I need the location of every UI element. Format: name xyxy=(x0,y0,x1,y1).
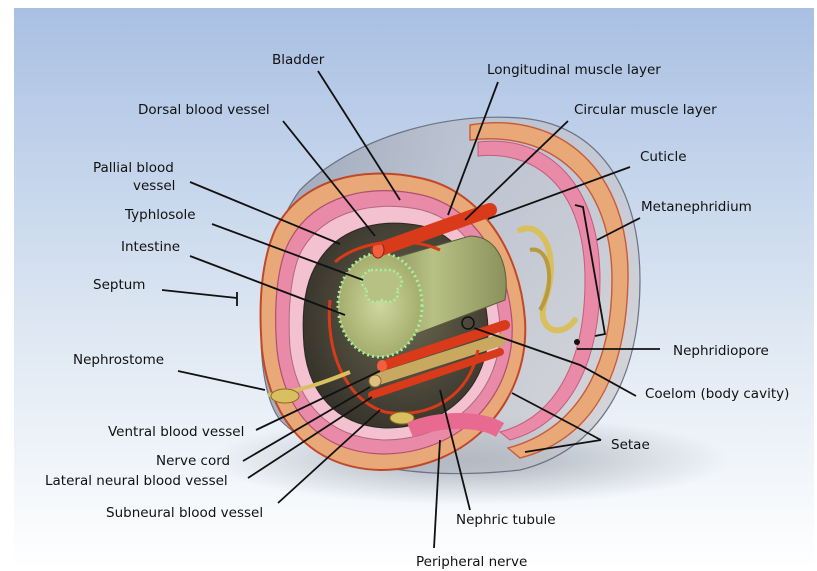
label-typhlosole: Typhlosole xyxy=(124,207,196,223)
label-pallial-blood-line2: vessel xyxy=(133,178,175,194)
label-metanephridium: Metanephridium xyxy=(641,199,752,215)
label-septum: Septum xyxy=(93,277,145,293)
label-nephrostome: Nephrostome xyxy=(73,352,164,368)
label-subneural-blood-vessel: Subneural blood vessel xyxy=(106,505,263,521)
intestine-cut-face xyxy=(338,253,422,357)
nephridiopore-marker xyxy=(574,339,580,345)
nerve-cord-cut xyxy=(369,375,381,387)
label-lateral-neural-blood-vessel: Lateral neural blood vessel xyxy=(45,473,228,489)
label-nerve-cord: Nerve cord xyxy=(156,453,230,469)
ventral-vessel-cut xyxy=(377,360,387,372)
label-nephridiopore: Nephridiopore xyxy=(673,343,769,359)
label-circular-muscle-layer: Circular muscle layer xyxy=(574,102,717,118)
label-bladder: Bladder xyxy=(272,52,325,68)
label-nephric-tubule: Nephric tubule xyxy=(456,512,556,528)
label-cuticle: Cuticle xyxy=(640,149,687,165)
label-longitudinal-muscle-layer: Longitudinal muscle layer xyxy=(487,62,661,78)
ventral-muscle-band xyxy=(410,421,500,430)
label-pallial-blood-line1: Pallial blood xyxy=(93,160,174,176)
label-setae: Setae xyxy=(611,437,650,453)
label-coelom: Coelom (body cavity) xyxy=(645,386,789,402)
typhlosole-fold xyxy=(361,270,401,302)
label-peripheral-nerve: Peripheral nerve xyxy=(416,554,527,570)
label-ventral-blood-vessel: Ventral blood vessel xyxy=(108,424,244,440)
label-intestine: Intestine xyxy=(121,239,180,255)
label-dorsal-blood-vessel: Dorsal blood vessel xyxy=(138,102,270,118)
nephrostome-funnel xyxy=(271,389,299,403)
